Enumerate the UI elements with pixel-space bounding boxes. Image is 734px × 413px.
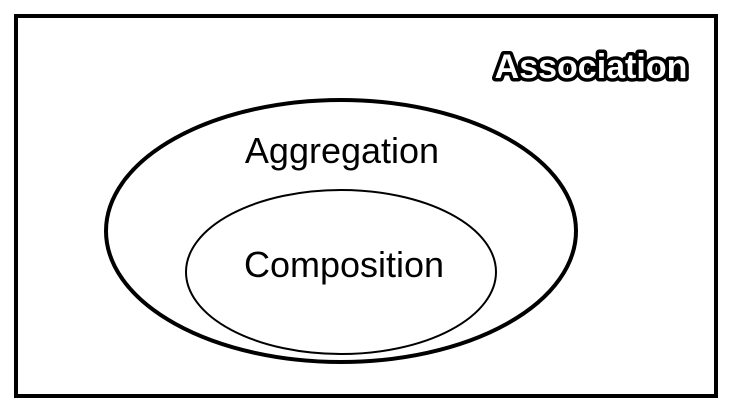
composition-label: Composition [244,244,444,285]
association-label: Association [495,48,688,86]
aggregation-label: Aggregation [245,130,439,171]
composition-set-boundary [185,189,497,355]
